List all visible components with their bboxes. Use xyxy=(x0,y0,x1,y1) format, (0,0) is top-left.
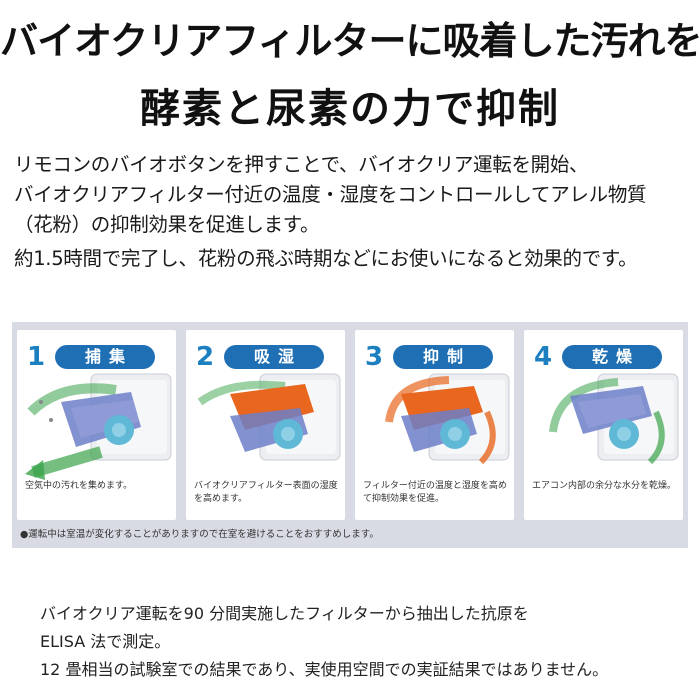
step-caption: バイオクリアフィルター表面の湿度を高めます。 xyxy=(194,481,338,504)
step-caption: エアコン内部の余分な水分を乾燥。 xyxy=(532,481,677,491)
footnote-line: ELISA 法で測定。 xyxy=(40,632,171,651)
step-number: 1 xyxy=(27,342,46,372)
aircon-capture-illustration xyxy=(25,373,172,480)
step-header: 3 抑制 xyxy=(363,342,513,372)
aircon-suppress-illustration xyxy=(385,373,510,465)
footnote-line: バイオクリア運転を90 分間実施したフィルターから抽出した抗原を xyxy=(40,604,529,623)
step-card-absorb: 2 吸湿 バイオクリアフィルター表面の湿度を高めます。 xyxy=(186,330,345,520)
aircon-humidify-illustration xyxy=(197,373,341,461)
step-header: 2 吸湿 xyxy=(194,342,344,372)
process-panel: 1 捕集 空気中の汚れを集めます。 2 吸湿 xyxy=(12,322,688,548)
headline-line-1: バイオクリアフィルターに吸着した汚れを xyxy=(0,18,700,63)
step-caption: フィルター付近の温度と湿度を高めて抑制効果を促進。 xyxy=(363,481,507,504)
headline-line-2: 酵素と尿素の力で抑制 xyxy=(140,85,560,132)
footnote: バイオクリア運転を90 分間実施したフィルターから抽出した抗原を ELISA 法… xyxy=(40,600,690,684)
description-line: バイオクリアフィルター付近の温度・湿度をコントロールしてアレル物質 xyxy=(14,183,647,206)
step-card-suppress: 3 抑制 フィルター付近の温度と湿度を高めて抑制効果を促進。 xyxy=(355,330,514,520)
description-line: 約1.5時間で完了し、花粉の飛ぶ時期などにお使いになると効果的です。 xyxy=(14,247,638,270)
step-label: 吸湿 xyxy=(224,345,324,369)
step-header: 1 捕集 xyxy=(25,342,175,372)
step-label: 捕集 xyxy=(55,345,155,369)
step-header: 4 乾燥 xyxy=(532,342,682,372)
footnote-line: 12 畳相当の試験室での結果であり、実使用空間での実証結果ではありません。 xyxy=(40,660,609,679)
panel-note: ●運転中は室温が変化することがありますので在室を避けることをおすすめします。 xyxy=(20,529,379,540)
step-cards: 1 捕集 空気中の汚れを集めます。 2 吸湿 xyxy=(17,330,683,522)
step-card-dry: 4 乾燥 エアコン内部の余分な水分を乾燥。 xyxy=(524,330,683,520)
step-caption: 空気中の汚れを集めます。 xyxy=(25,481,133,491)
description: リモコンのバイオボタンを押すことで、バイオクリア運転を開始、 バイオクリアフィル… xyxy=(14,150,694,274)
description-line: リモコンのバイオボタンを押すことで、バイオクリア運転を開始、 xyxy=(14,153,589,176)
step-label: 乾燥 xyxy=(562,345,662,369)
aircon-dry-illustration xyxy=(549,373,679,465)
step-label: 抑制 xyxy=(393,345,493,369)
step-number: 2 xyxy=(196,342,215,372)
step-number: 4 xyxy=(534,342,553,372)
step-number: 3 xyxy=(365,342,384,372)
description-line: （花粉）の抑制効果を促進します。 xyxy=(14,213,320,236)
step-card-capture: 1 捕集 空気中の汚れを集めます。 xyxy=(17,330,176,520)
